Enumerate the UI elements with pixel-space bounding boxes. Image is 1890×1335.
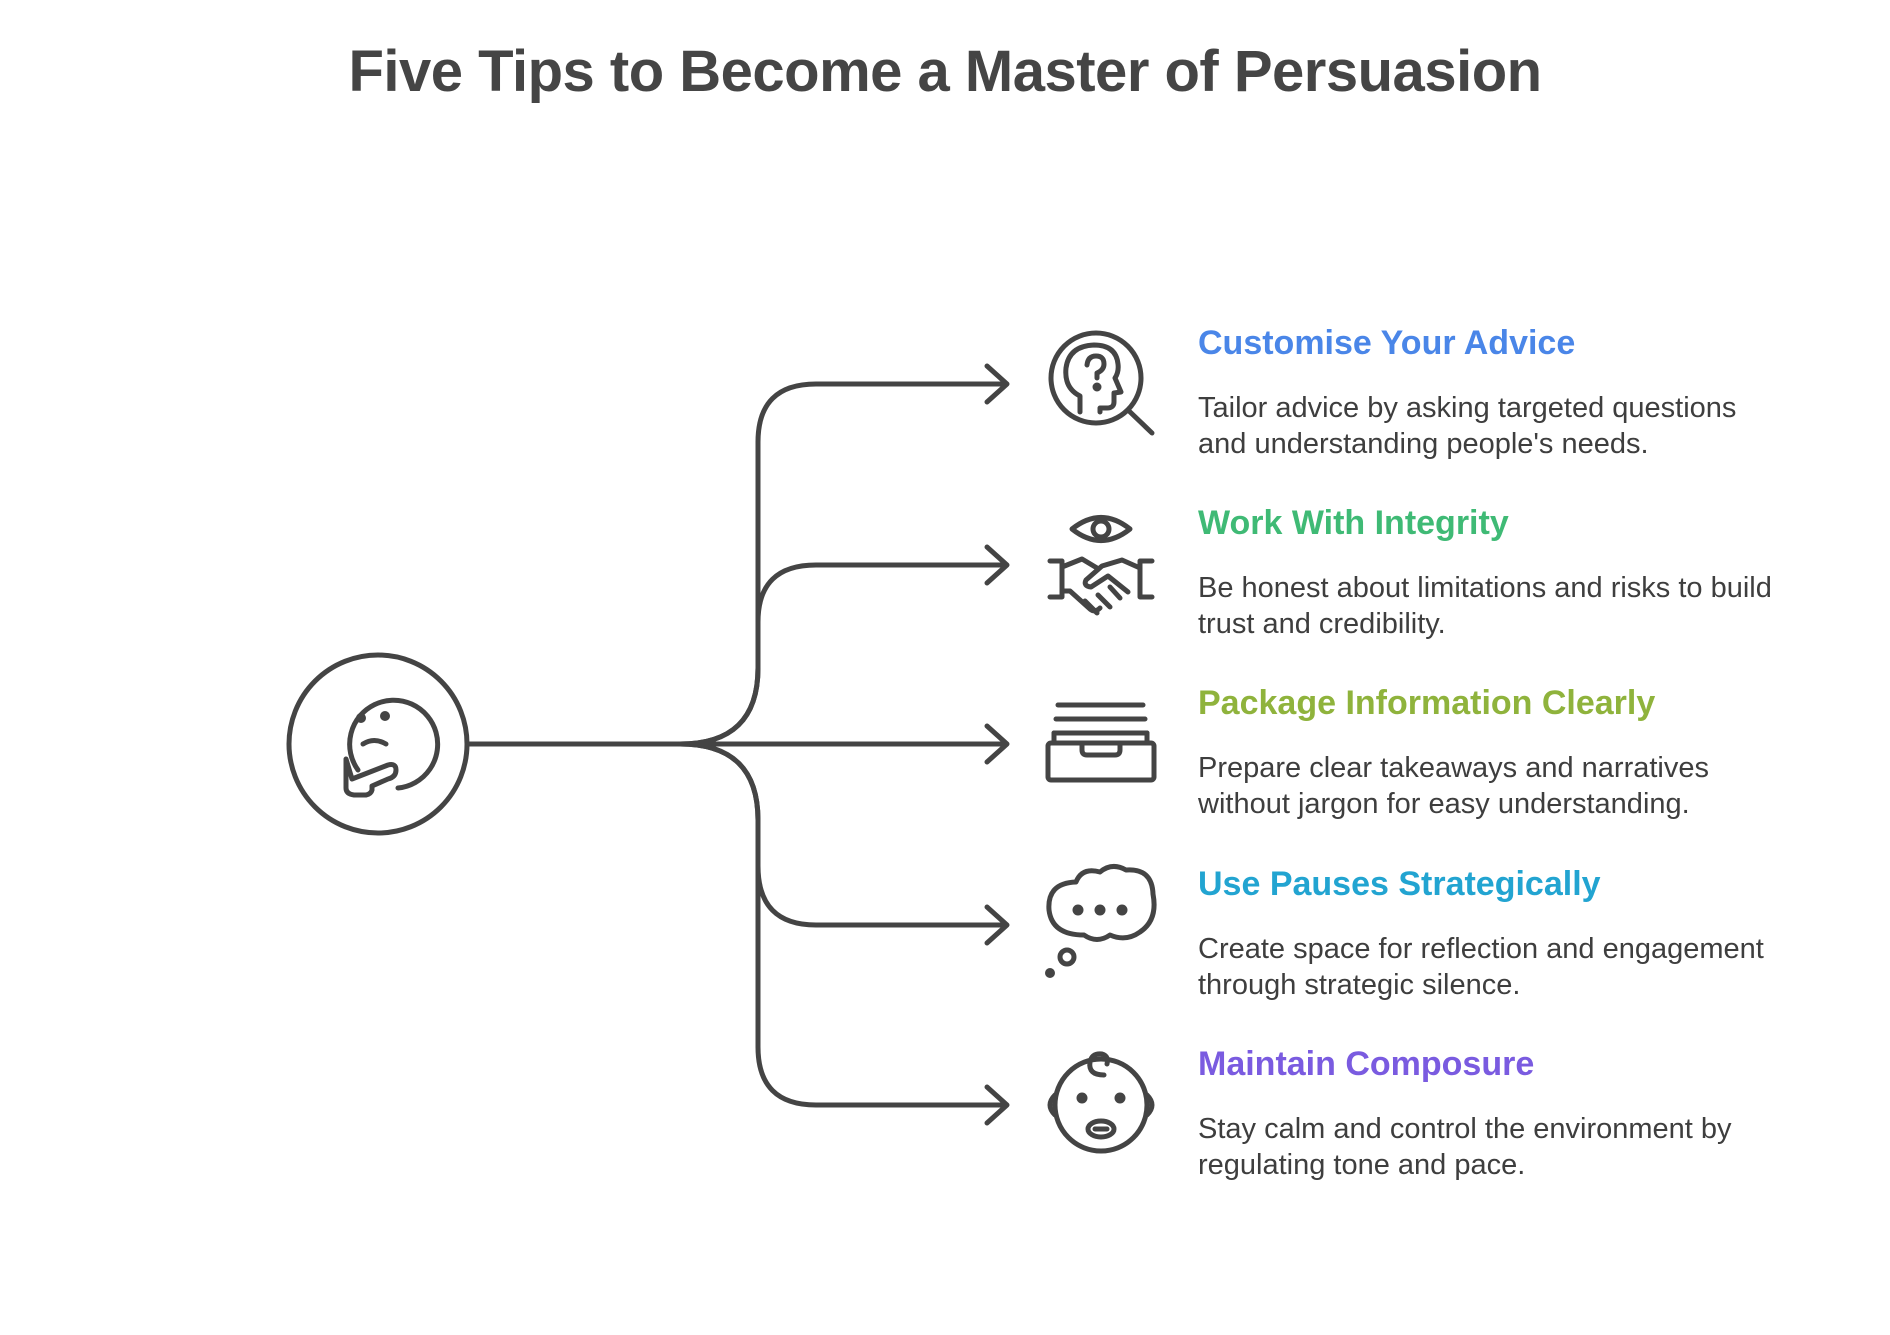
tip-title: Package Information Clearly [1198, 684, 1656, 722]
branch-line-4 [677, 741, 1008, 928]
head-question-search-icon [1048, 330, 1155, 436]
stacked-tray-icon [1045, 702, 1157, 783]
tip-description: Stay calm and control the environment by… [1198, 1112, 1732, 1181]
tip-package-information-clearly: Package Information Clearly Prepare clea… [1198, 683, 1798, 822]
tip-maintain-composure: Maintain Composure Stay calm and control… [1198, 1044, 1798, 1183]
arrow-3 [984, 723, 1010, 765]
tip-description: Tailor advice by asking targeted questio… [1198, 391, 1737, 460]
tip-description: Be honest about limitations and risks to… [1198, 571, 1772, 640]
tip-title: Customise Your Advice [1198, 324, 1576, 362]
connectors [465, 381, 1008, 1108]
arrow-1 [984, 363, 1010, 405]
tip-use-pauses-strategically: Use Pauses Strategically Create space fo… [1198, 864, 1798, 1003]
tip-description: Prepare clear takeaways and narratives w… [1198, 751, 1709, 820]
calm-baby-face-icon [1047, 1051, 1155, 1154]
tip-customise-your-advice: Customise Your Advice Tailor advice by a… [1198, 323, 1798, 462]
arrow-5 [984, 1084, 1010, 1126]
eye-handshake-icon [1047, 515, 1155, 616]
tip-title: Work With Integrity [1198, 504, 1509, 542]
tip-title: Use Pauses Strategically [1198, 865, 1601, 903]
tip-work-with-integrity: Work With Integrity Be honest about limi… [1198, 503, 1798, 642]
tip-description: Create space for reflection and engageme… [1198, 932, 1764, 1001]
page-title: Five Tips to Become a Master of Persuasi… [348, 39, 1542, 104]
center-node [286, 652, 470, 836]
branch-line-5 [677, 741, 1008, 1108]
thinking-face-icon [343, 697, 441, 798]
arrow-2 [984, 544, 1010, 586]
arrow-4 [984, 904, 1010, 946]
arrowheads [984, 363, 1010, 1126]
branch-line-2 [677, 562, 1008, 747]
tip-title: Maintain Composure [1198, 1045, 1535, 1083]
thought-bubble-icon [1045, 864, 1157, 978]
